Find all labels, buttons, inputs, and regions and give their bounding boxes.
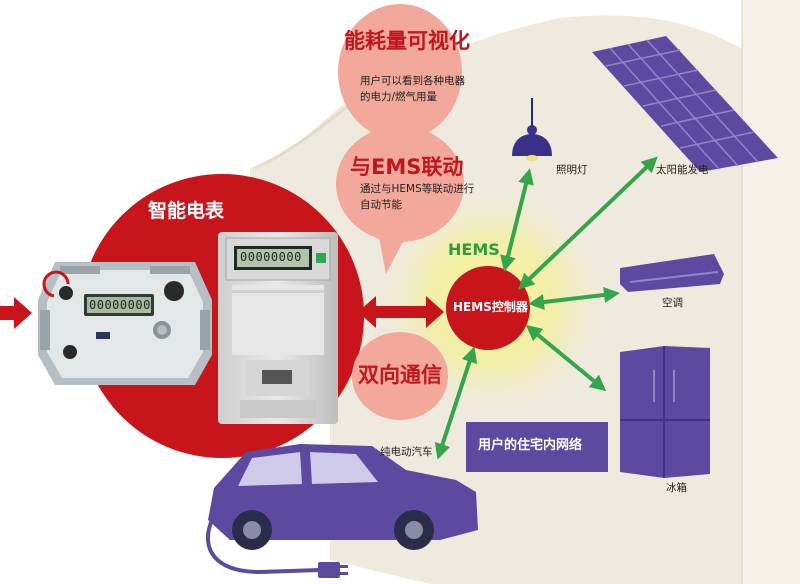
hems-label: HEMS [448, 240, 500, 259]
smart-meter-title: 智能电表 [148, 200, 225, 222]
hems-controller-label: HEMS控制器 [453, 300, 528, 314]
ev-label: 纯电动汽车 [380, 446, 433, 458]
ems-link-desc-line2: 自动节能 [360, 199, 402, 211]
ems-link-desc-line1: 通过与HEMS等联动进行 [360, 183, 475, 195]
visualization-desc-line2: 的电力/燃气用量 [360, 91, 438, 103]
visualization-title: 能耗量可视化 [344, 29, 470, 53]
bubble-two-way [352, 332, 448, 420]
visualization-desc-line1: 用户可以看到各种电器 [360, 75, 465, 87]
house-right-band [742, 0, 800, 584]
two-way-arrow-icon [358, 296, 444, 328]
entry-arrow-icon [0, 297, 32, 329]
aircon-icon [620, 254, 724, 292]
aircon-label: 空调 [662, 297, 683, 309]
lighting-label: 照明灯 [556, 164, 588, 176]
hems-controller-circle [446, 266, 530, 350]
ems-link-title: 与EMS联动 [350, 155, 464, 179]
network-label: 用户的住宅内网络 [478, 438, 583, 453]
bubble-ems-link [336, 126, 464, 242]
bubble-ems-tail [378, 232, 406, 274]
ev-car-icon [206, 444, 478, 578]
bubble-visualization [338, 4, 462, 140]
fridge-label: 冰箱 [666, 482, 687, 494]
two-way-title: 双向通信 [358, 363, 442, 387]
solar-label: 太阳能发电 [656, 164, 709, 176]
fridge-icon [620, 346, 710, 478]
lamp-icon [512, 98, 552, 161]
box-meter-display: 00000000 [240, 250, 302, 264]
network-box [466, 422, 608, 472]
round-meter-icon [38, 262, 212, 385]
green-arrows [434, 156, 658, 460]
solar-panel-icon [592, 36, 778, 172]
box-meter-icon [218, 232, 338, 424]
round-meter-display: 00000000 [89, 298, 151, 312]
